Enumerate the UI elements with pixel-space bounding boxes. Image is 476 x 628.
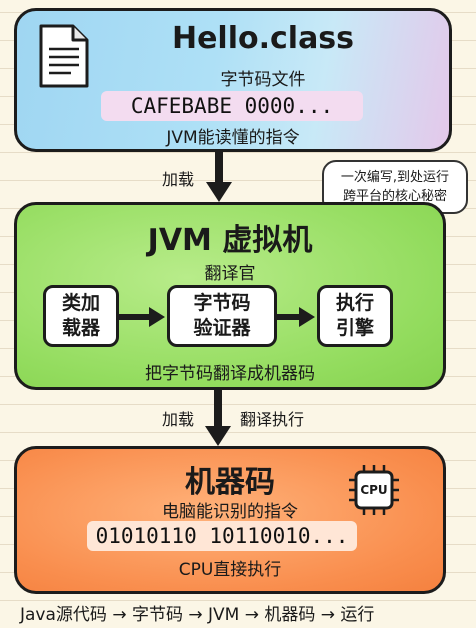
arrow-down-1	[206, 150, 232, 202]
arrow2-label-right: 翻译执行	[240, 410, 305, 429]
pipeline-summary: Java源代码 → 字节码 → JVM → 机器码 → 运行	[20, 605, 375, 625]
verifier-line1: 字节码	[193, 292, 251, 314]
verifier-line2: 验证器	[193, 317, 251, 339]
class-caption: JVM能读懂的指令	[166, 128, 300, 148]
mc-subtitle: 电脑能识别的指令	[162, 502, 298, 522]
class-subtitle: 字节码文件	[220, 70, 306, 90]
execution-engine-stage: 执行引擎	[317, 285, 393, 347]
arrow-right-2	[277, 307, 315, 327]
bytecode-sample: CAFEBABE 0000...	[101, 91, 363, 121]
class-loader-line1: 类加	[61, 292, 100, 314]
class-loader-line2: 载器	[61, 317, 100, 339]
arrow2-label-left: 加载	[162, 410, 195, 429]
arrow1-label: 加载	[162, 170, 195, 189]
machine-code-sample: 01010110 10110010...	[87, 521, 357, 551]
machine-code-box: 机器码 电脑能识别的指令 CPU 01010110 10110010... CP…	[14, 446, 446, 594]
document-icon	[39, 24, 89, 88]
bubble-line1: 一次编写,到处运行	[340, 170, 450, 185]
engine-line2: 引擎	[335, 317, 374, 339]
bubble-line2: 跨平台的核心秘密	[342, 189, 447, 204]
cpu-chip-icon: CPU	[347, 463, 401, 517]
mc-caption: CPU直接执行	[178, 560, 282, 580]
mc-title: 机器码	[185, 465, 275, 500]
jvm-box: JVM 虚拟机 翻译官 类加载器 字节码验证器 执行引擎 把字节码翻译成机器码	[14, 202, 446, 390]
class-file-box: Hello.class 字节码文件 CAFEBABE 0000... JVM能读…	[14, 8, 452, 152]
class-loader-stage: 类加载器	[43, 285, 119, 347]
arrow-down-2	[205, 388, 231, 446]
jvm-caption: 把字节码翻译成机器码	[145, 364, 315, 384]
bytecode-verifier-stage: 字节码验证器	[167, 285, 277, 347]
cpu-chip-label: CPU	[360, 483, 388, 497]
jvm-title: JVM 虚拟机	[147, 223, 313, 258]
jvm-subtitle: 翻译官	[204, 264, 256, 284]
class-title: Hello.class	[171, 21, 355, 56]
arrow-right-1	[119, 307, 165, 327]
engine-line1: 执行	[335, 292, 374, 314]
